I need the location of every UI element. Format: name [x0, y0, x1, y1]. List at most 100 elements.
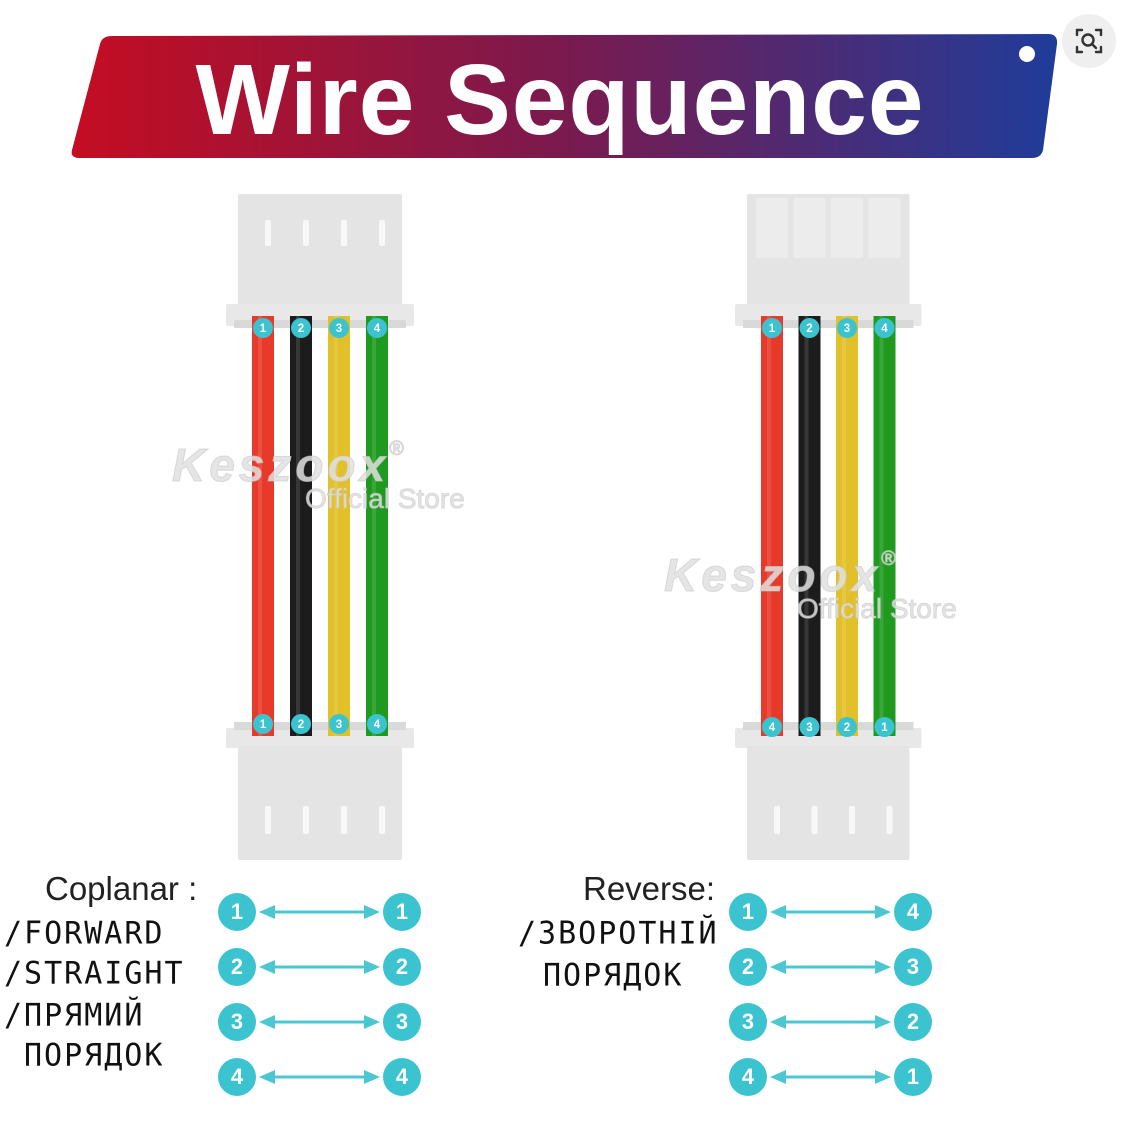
top-pin-badge: 1	[762, 318, 782, 338]
pin-badge-circle	[837, 318, 857, 338]
watermark-2: Keszoox®	[663, 548, 897, 602]
source-pin-badge: 3	[729, 1003, 767, 1041]
pin-number: 1	[396, 899, 408, 924]
connector-lip	[234, 320, 406, 328]
pin-badge-circle	[383, 893, 421, 931]
wire-highlight	[334, 316, 338, 736]
wire-black	[290, 316, 312, 736]
connector-body	[238, 194, 402, 306]
pin-badge-circle	[762, 318, 782, 338]
connector-slot	[379, 220, 385, 246]
pin-badge-circle	[253, 318, 273, 338]
pin-badge-circle	[383, 1003, 421, 1041]
target-pin-badge: 2	[894, 1003, 932, 1041]
pin-number: 4	[374, 719, 381, 731]
pin-number: 3	[844, 323, 850, 335]
pin-number: 2	[742, 954, 754, 979]
pin-number: 2	[298, 323, 304, 335]
visual-search-button[interactable]	[1062, 14, 1116, 68]
pin-badge-circle	[367, 318, 387, 338]
connector-slot	[303, 220, 309, 246]
pin-badge-circle	[367, 714, 387, 734]
watermark-brand: Keszoox	[663, 549, 882, 602]
bottom-pin-badge: 3	[329, 714, 349, 734]
connector-slot	[774, 806, 780, 834]
pin-number: 4	[396, 1064, 409, 1089]
top-pin-badge: 1	[253, 318, 273, 338]
bottom-pin-badge: 4	[367, 714, 387, 734]
bottom-pin-badge: 2	[837, 717, 857, 737]
source-pin-badge: 4	[729, 1058, 767, 1096]
source-pin-badge: 1	[218, 893, 256, 931]
target-pin-badge: 3	[383, 1003, 421, 1041]
pin-number: 1	[260, 323, 267, 335]
pin-badge-circle	[729, 1058, 767, 1096]
connector-slot	[341, 220, 347, 246]
source-pin-badge: 3	[218, 1003, 256, 1041]
wire-yellow	[328, 316, 350, 736]
top-pin-badge: 4	[367, 318, 387, 338]
wire-green	[873, 316, 896, 736]
pin-number: 4	[231, 1064, 244, 1089]
bottom-pin-badge: 4	[762, 717, 782, 737]
target-pin-badge: 2	[383, 948, 421, 986]
arrow-head-right	[875, 1015, 891, 1029]
pin-badge-circle	[799, 717, 820, 737]
bottom-connector	[735, 722, 922, 860]
pin-badge-circle	[762, 717, 782, 737]
pin-number: 3	[396, 1009, 408, 1034]
wire-black	[798, 316, 821, 736]
pin-badge-circle	[329, 714, 349, 734]
connector-lip	[743, 320, 914, 328]
pin-badge-circle	[291, 318, 311, 338]
watermark-1: Keszoox®	[171, 438, 404, 492]
pin-badge-circle	[894, 1058, 932, 1096]
connector-slot	[379, 806, 385, 834]
pin-badge-circle	[291, 714, 311, 734]
connector-body	[747, 746, 910, 860]
reverse-annotation-2: ПОРЯДОК	[543, 957, 684, 994]
pin-number: 2	[231, 954, 243, 979]
pin-badge-circle	[218, 1058, 256, 1096]
pin-badge-circle	[729, 893, 767, 931]
wire-green	[366, 316, 388, 736]
source-pin-badge: 2	[218, 948, 256, 986]
pin-badge-circle	[729, 948, 767, 986]
pin-number: 1	[742, 899, 754, 924]
connector-cell	[831, 198, 863, 258]
arrow-head-right	[875, 960, 891, 974]
pin-number: 1	[260, 719, 267, 731]
pin-number: 2	[806, 323, 812, 335]
target-pin-badge: 4	[894, 893, 932, 931]
connector-slot	[303, 806, 309, 834]
wire-highlight	[842, 316, 846, 736]
pin-number: 2	[396, 954, 408, 979]
source-pin-badge: 2	[729, 948, 767, 986]
wire-red	[761, 316, 783, 736]
banner-hole	[1019, 46, 1035, 62]
watermark-registered: ®	[881, 548, 897, 571]
pin-number: 3	[806, 722, 812, 734]
top-pin-badge: 3	[329, 318, 349, 338]
pin-number: 4	[374, 323, 381, 335]
arrow-head-right	[364, 1015, 380, 1029]
pin-badge-circle	[894, 1003, 932, 1041]
reverse-title: Reverse:	[583, 870, 716, 907]
watermark-store: Official Store	[305, 483, 466, 515]
pin-number: 1	[769, 323, 776, 335]
pin-badge-circle	[329, 318, 349, 338]
pin-number: 4	[769, 722, 776, 734]
arrow-head-left	[259, 1070, 275, 1084]
title-banner: Wire Sequence	[0, 0, 1121, 180]
arrow-head-left	[259, 905, 275, 919]
pin-number: 2	[844, 722, 850, 734]
source-pin-badge: 4	[218, 1058, 256, 1096]
